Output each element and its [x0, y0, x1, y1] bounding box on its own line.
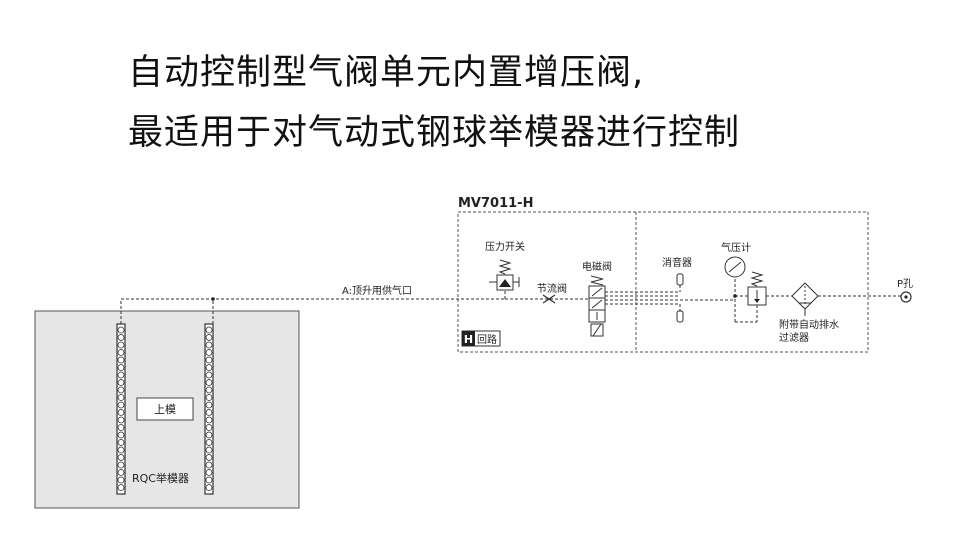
circuit-label: 回路 [477, 333, 497, 346]
regulator-symbol [747, 271, 767, 306]
filter-symbol [791, 282, 819, 316]
filter-label-1: 附带自动排水 [779, 318, 839, 331]
valve-unit-box [457, 211, 869, 353]
port-label: P孔 [897, 278, 913, 290]
steel-ball [117, 379, 125, 386]
steel-ball [117, 341, 125, 349]
steel-ball [117, 356, 125, 364]
steel-ball [205, 394, 213, 401]
steel-ball [117, 326, 125, 334]
steel-ball [205, 364, 213, 371]
steel-ball [205, 386, 213, 394]
steel-ball [205, 416, 213, 424]
pipe-junction [211, 297, 215, 301]
steel-ball [205, 476, 213, 484]
steel-ball [205, 356, 213, 364]
steel-ball [205, 334, 213, 341]
lifter-rail-left [116, 323, 126, 495]
steel-ball [205, 379, 213, 386]
steel-ball [205, 454, 213, 461]
lifter-rail-right [204, 323, 214, 495]
steel-ball [205, 349, 213, 356]
gauge-symbol [724, 256, 746, 278]
pressure-switch-label: 压力开关 [485, 240, 525, 253]
steel-ball [205, 401, 213, 409]
steel-ball [117, 484, 125, 491]
steel-ball [117, 409, 125, 416]
steel-ball [205, 469, 213, 476]
internal-pipes [605, 279, 902, 323]
upper-die-label: 上模 [154, 403, 176, 416]
model-label: MV7011-H [458, 196, 533, 211]
gauge-label: 气压计 [721, 241, 751, 254]
throttle-valve-label: 节流阀 [537, 282, 567, 295]
steel-ball [117, 349, 125, 356]
pressure-switch-symbol [489, 259, 520, 291]
steel-ball [117, 364, 125, 371]
steel-ball [117, 469, 125, 476]
steel-ball [205, 439, 213, 446]
throttle-valve-symbol [542, 294, 556, 304]
steel-ball [117, 416, 125, 424]
headline-line-1: 自动控制型气阀单元内置增压阀, [128, 53, 645, 93]
headline-line-2: 最适用于对气动式钢球举模器进行控制 [128, 113, 741, 153]
supply-line-label: A:顶升用供气口 [342, 284, 412, 297]
steel-ball [205, 424, 213, 431]
steel-ball [117, 431, 125, 439]
silencer-lower [676, 310, 684, 323]
steel-ball [205, 431, 213, 439]
steel-ball [117, 371, 125, 379]
steel-ball [117, 424, 125, 431]
steel-ball [117, 476, 125, 484]
supply-pipe [120, 290, 598, 324]
steel-ball [205, 461, 213, 469]
steel-ball [205, 484, 213, 491]
steel-ball [117, 439, 125, 446]
steel-ball [205, 326, 213, 334]
steel-ball [205, 409, 213, 416]
upper-die-box [136, 397, 194, 421]
steel-ball [205, 371, 213, 379]
steel-ball [117, 394, 125, 401]
filter-label-2: 过滤器 [779, 331, 809, 344]
steel-ball [117, 461, 125, 469]
steel-ball [117, 386, 125, 394]
circuit-badge-mark [462, 331, 475, 346]
steel-ball [205, 341, 213, 349]
steel-ball [117, 401, 125, 409]
steel-ball [117, 454, 125, 461]
steel-ball [117, 446, 125, 454]
circuit-badge-letter: H [464, 333, 473, 346]
lifter-label: RQC举模器 [132, 471, 189, 485]
steel-ball [117, 334, 125, 341]
solenoid-valve-symbol [588, 275, 606, 337]
solenoid-valve-label: 电磁阀 [582, 260, 612, 273]
silencer-upper [676, 273, 684, 286]
steel-ball [205, 446, 213, 454]
port-symbol [900, 291, 912, 303]
gauge-junction [733, 294, 737, 298]
silencer-label: 消音器 [662, 256, 692, 269]
